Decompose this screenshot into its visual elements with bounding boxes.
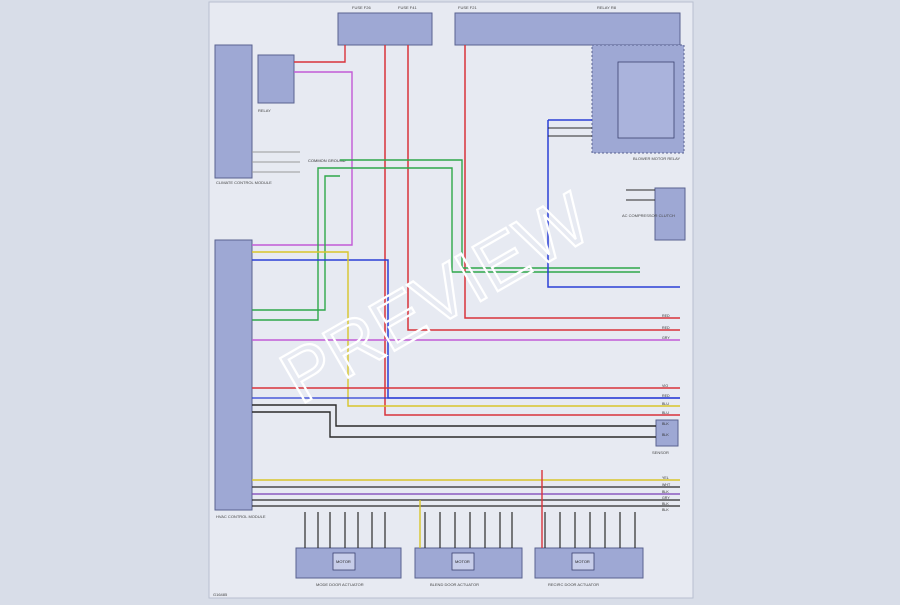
- right-small-box: AC COMPRESSOR CLUTCH: [622, 187, 686, 241]
- fuse-left-label: FUSE F26: [352, 5, 371, 10]
- wire-5: [252, 71, 353, 246]
- left-upper-module: CLIMATE CONTROL MODULE: [214, 44, 272, 185]
- wire-12: [252, 167, 340, 321]
- actuator-3-label: RECIRC DOOR ACTUATOR: [548, 582, 599, 587]
- relay-small-left: RELAY: [257, 54, 295, 113]
- relay-box-right: BLOWER MOTOR RELAY: [591, 44, 685, 161]
- junction-label: COMMON GROUND: [308, 158, 346, 163]
- wire-code-label: BLK: [662, 433, 669, 437]
- wire-code-label: GRY: [662, 336, 670, 340]
- actuator-3-motor: MOTOR: [575, 559, 590, 564]
- wire-code-label: RED: [662, 326, 670, 330]
- actuator-3: MOTOR RECIRC DOOR ACTUATOR: [534, 547, 644, 587]
- wire-20: [252, 404, 656, 427]
- wire-code-group: RED RED GRY VIO RED BLU BLU BLK BLK YEL WHT BLK GRY B…: [662, 314, 671, 512]
- wire-16: [252, 251, 680, 407]
- wire-code-label: BLU: [662, 411, 669, 415]
- wire-code-label: BLK: [662, 502, 669, 506]
- wire-code-label: BLK: [662, 508, 669, 512]
- fuse-box-left: FUSE F26 FUSE F41: [337, 5, 433, 46]
- actuator-2: MOTOR BLEND DOOR ACTUATOR: [414, 547, 523, 587]
- fuse-mid-label: FUSE F41: [398, 5, 417, 10]
- wire-1: [294, 45, 346, 63]
- wire-group: [252, 45, 680, 548]
- actuator-1: MOTOR MODE DOOR ACTUATOR: [295, 547, 402, 587]
- actuator-1-label: MODE DOOR ACTUATOR: [316, 582, 364, 587]
- actuator-1-motor: MOTOR: [336, 559, 351, 564]
- wire-9: [340, 159, 640, 269]
- actuator-2-label: BLEND DOOR ACTUATOR: [430, 582, 479, 587]
- wire-code-label: VIO: [662, 384, 668, 388]
- right-sensor-box: SENSOR: [652, 419, 679, 455]
- right-small-label: AC COMPRESSOR CLUTCH: [622, 213, 675, 218]
- fuse-box-right: FUSE F21 RELAY R8: [454, 5, 681, 46]
- wire-code-label: BLK: [662, 422, 669, 426]
- right-relay-label: BLOWER MOTOR RELAY: [633, 156, 681, 161]
- right-sensor-label: SENSOR: [652, 450, 669, 455]
- wire-code-label: WHT: [662, 483, 671, 487]
- fuse-right-label: FUSE F21: [458, 5, 477, 10]
- wire-code-label: BLU: [662, 402, 669, 406]
- wire-15: [547, 120, 680, 288]
- wire-code-label: BLK: [662, 490, 669, 494]
- wire-code-label: RED: [662, 394, 670, 398]
- wire-10: [340, 167, 640, 273]
- wire-code-label: GRY: [662, 496, 670, 500]
- left-upper-label: CLIMATE CONTROL MODULE: [216, 180, 272, 185]
- wire-4: [464, 45, 680, 319]
- wire-11: [252, 175, 340, 311]
- actuator-2-motor: MOTOR: [455, 559, 470, 564]
- center-junction: COMMON GROUND: [308, 158, 346, 163]
- footer-code: G16485: [213, 592, 228, 597]
- left-lower-module: HVAC CONTROL MODULE: [214, 239, 266, 519]
- left-lower-label: HVAC CONTROL MODULE: [216, 514, 266, 519]
- relay-far-right-label: RELAY R8: [597, 5, 617, 10]
- wire-code-label: RED: [662, 314, 670, 318]
- relay-small-label: RELAY: [258, 108, 271, 113]
- wire-21: [252, 411, 656, 438]
- wire-code-label: YEL: [662, 476, 669, 480]
- wire-3: [407, 45, 680, 331]
